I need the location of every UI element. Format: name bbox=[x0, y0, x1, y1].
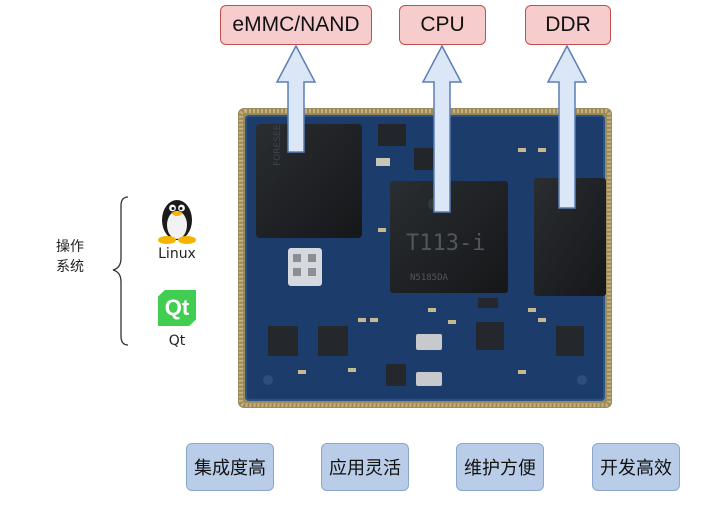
cpu-sub-marking: N5185DA bbox=[410, 273, 449, 283]
os-heading-line1: 操作 bbox=[56, 239, 84, 255]
cpu-label: CPU bbox=[420, 13, 465, 36]
ddr-chip bbox=[534, 178, 606, 296]
cpu-chip: T113-i N5185DA bbox=[390, 181, 508, 293]
qt-logo-text: Qt bbox=[164, 295, 190, 320]
brace bbox=[112, 196, 129, 346]
feature-label: 开发高效 bbox=[600, 458, 672, 479]
tux-penguin-icon bbox=[158, 200, 196, 244]
crystal bbox=[416, 372, 442, 386]
qt-label: Qt bbox=[168, 333, 186, 349]
cpu-marking: T113-i bbox=[406, 231, 485, 256]
os-heading-line2: 系统 bbox=[56, 259, 84, 275]
feature-easy-maintenance: 维护方便 bbox=[456, 443, 544, 491]
power-ic bbox=[476, 322, 504, 350]
feature-label: 维护方便 bbox=[464, 458, 536, 479]
up-arrow-cpu bbox=[421, 44, 463, 213]
ddr-box: DDR bbox=[525, 5, 611, 45]
feature-label: 集成度高 bbox=[194, 458, 266, 479]
feature-flexible-application: 应用灵活 bbox=[321, 443, 409, 491]
power-ic bbox=[318, 326, 348, 356]
feature-efficient-development: 开发高效 bbox=[592, 443, 680, 491]
emmc-nand-label: eMMC/NAND bbox=[232, 13, 360, 36]
core-board-image: FORESEE T113-i N5185DA bbox=[238, 108, 612, 408]
qt-logo-icon: Qt bbox=[158, 290, 196, 326]
feature-high-integration: 集成度高 bbox=[186, 443, 274, 491]
linux-label: Linux bbox=[158, 246, 196, 262]
emmc-chip: FORESEE bbox=[256, 124, 362, 238]
power-ic bbox=[268, 326, 298, 356]
up-arrow-ddr bbox=[546, 44, 588, 209]
up-arrow-emmc bbox=[275, 44, 317, 153]
feature-label: 应用灵活 bbox=[329, 458, 401, 479]
svg-text:FORESEE: FORESEE bbox=[273, 124, 283, 166]
os-heading: 操作 系统 bbox=[46, 237, 94, 277]
crystal bbox=[416, 334, 442, 350]
cpu-box: CPU bbox=[399, 5, 486, 45]
emmc-nand-box: eMMC/NAND bbox=[220, 5, 372, 45]
power-ic bbox=[556, 326, 584, 356]
ddr-label: DDR bbox=[545, 13, 591, 36]
